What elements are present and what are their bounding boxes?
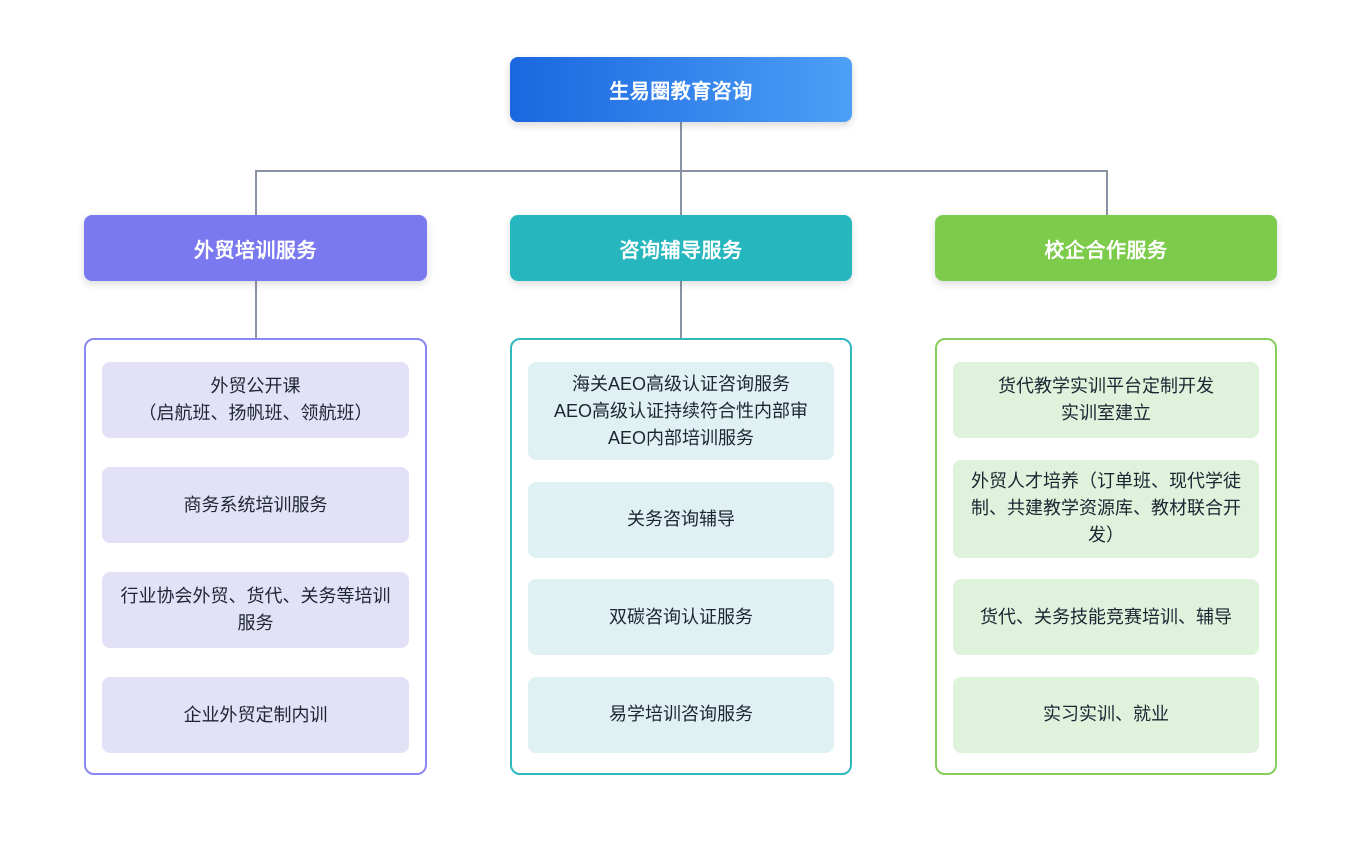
service-item: 易学培训咨询服务 [528,676,834,753]
branch-box-consulting-coaching: 海关AEO高级认证咨询服务 AEO高级认证持续符合性内部审 AEO内部培训服务 … [510,338,852,775]
service-item: 关务咨询辅导 [528,481,834,558]
connector-branch2-header-to-box [680,281,682,338]
service-item: 货代、关务技能竞赛培训、辅导 [953,579,1259,656]
service-item: 企业外贸定制内训 [102,677,409,753]
branch-header-consulting-coaching: 咨询辅导服务 [510,215,852,281]
connector-branch1-drop [255,170,257,215]
branch-header-school-enterprise: 校企合作服务 [935,215,1277,281]
connector-root-down [680,122,682,170]
service-item: 海关AEO高级认证咨询服务 AEO高级认证持续符合性内部审 AEO内部培训服务 [528,362,834,460]
connector-branch1-header-to-box [255,281,257,338]
service-item: 双碳咨询认证服务 [528,579,834,656]
service-item: 外贸公开课 （启航班、扬帆班、领航班） [102,362,409,438]
service-item: 外贸人才培养（订单班、现代学徒制、共建教学资源库、教材联合开发） [953,459,1259,558]
service-item: 货代教学实训平台定制开发 实训室建立 [953,362,1259,438]
connector-branch2-drop [680,170,682,215]
branch-header-label: 外贸培训服务 [194,239,317,262]
root-node: 生易圈教育咨询 [510,57,852,122]
branch-box-school-enterprise: 货代教学实训平台定制开发 实训室建立 外贸人才培养（订单班、现代学徒制、共建教学… [935,338,1277,775]
service-item: 实习实训、就业 [953,676,1259,753]
branch-header-foreign-trade-training: 外贸培训服务 [84,215,427,281]
root-node-label: 生易圈教育咨询 [609,81,753,103]
branch-box-foreign-trade-training: 外贸公开课 （启航班、扬帆班、领航班） 商务系统培训服务 行业协会外贸、货代、关… [84,338,427,775]
service-item: 商务系统培训服务 [102,467,409,543]
service-item: 行业协会外贸、货代、关务等培训服务 [102,572,409,648]
branch-header-label: 校企合作服务 [1044,239,1168,262]
connector-branch3-drop [1106,170,1108,215]
branch-header-label: 咨询辅导服务 [619,239,743,262]
